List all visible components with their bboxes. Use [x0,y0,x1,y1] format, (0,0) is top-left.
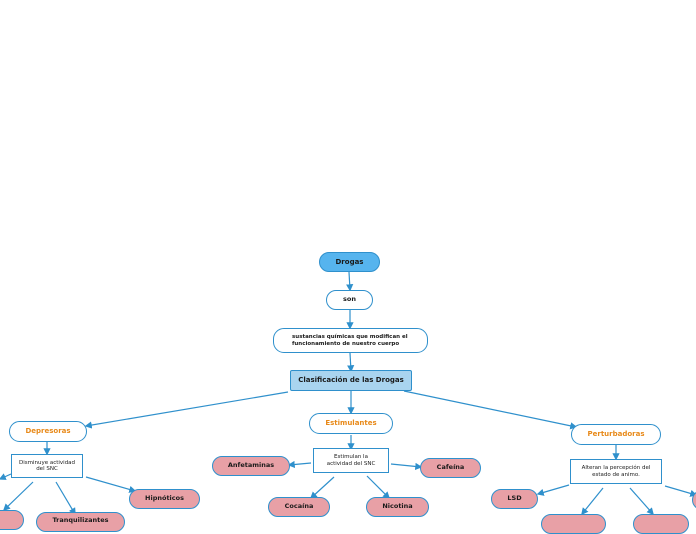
leaf-perturbadoras-partial-2[interactable] [633,514,689,534]
node-depresoras-description[interactable]: Disminuye actividad del SNC [11,454,83,478]
node-perturbadoras[interactable]: Perturbadoras [571,424,661,445]
edge-perturbadoras-left-leaf [581,487,604,516]
leaf-nicotina[interactable]: Nicotina [366,497,429,517]
leaf-lsd[interactable]: LSD [491,489,538,509]
edge-estimulantes-cocaina [309,476,335,499]
leaf-perturbadoras-partial-1[interactable] [541,514,606,534]
root-node-drogas[interactable]: Drogas [319,252,380,272]
edge-perturbadoras-right-leaf [629,487,654,516]
edge-estimulantes-nicotina [366,475,391,500]
edge-definition-classification [347,352,355,373]
edge-perturbadoras-offscreen-right [664,485,696,497]
leaf-cocaina[interactable]: Cocaína [268,497,330,517]
leaf-tranquilizantes[interactable]: Tranquilizantes [36,512,125,532]
edge-depresoras-left-leaf [2,481,34,512]
node-depresoras[interactable]: Depresoras [9,421,87,442]
edge-depresoras-tranquilizantes [55,481,76,516]
edge-perturbadoras-lsd [536,484,570,496]
node-estimulantes-description[interactable]: Estimulan la actividad del SNC [313,448,389,473]
edge-drogas-son [346,271,354,292]
leaf-depresoras-partial[interactable] [0,510,24,530]
connector-layer [0,271,696,516]
edge-classification-depresoras [84,391,289,429]
leaf-hipnoticos[interactable]: Hipnóticos [129,489,200,509]
node-classification[interactable]: Clasificación de las Drogas [290,370,412,391]
edge-depresoras-offscreen-left [0,473,12,480]
edge-depresoras-hipnoticos [85,476,137,493]
node-definition[interactable]: sustancias químicas que modifican el fun… [273,328,428,353]
node-perturbadoras-description[interactable]: Alteran la percepción del estado de anim… [570,459,662,484]
edge-estimulantes-anfetaminas [287,460,312,469]
node-son[interactable]: son [326,290,373,310]
node-estimulantes[interactable]: Estimulantes [309,413,393,434]
leaf-cafeina[interactable]: Cafeína [420,458,481,478]
edge-classification-perturbadoras [403,390,578,430]
edge-estimulantes-cafeina [390,462,423,471]
leaf-anfetaminas[interactable]: Anfetaminas [212,456,290,476]
